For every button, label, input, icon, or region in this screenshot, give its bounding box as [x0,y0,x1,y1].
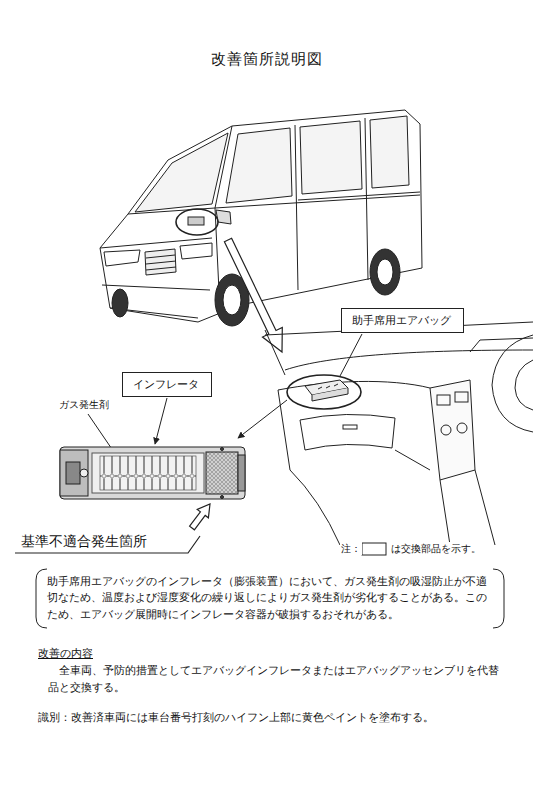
inflator-illustration-part [60,447,245,499]
van-illustration [100,110,422,326]
nonconformity-marker [15,504,210,553]
callout-box: 助手席用エアバッグ [341,308,464,333]
note-label: 注： [340,542,362,555]
section-heading: 改善の内容 [38,646,93,660]
van-illustration-part [188,217,204,225]
van-illustration-part [176,209,218,235]
description-bracket: 助手席用エアバッグのインフレータ（膨張装置）において、ガス発生剤の吸湿防止が不適… [35,568,505,629]
note-label: は交換部品を示す。 [390,542,482,555]
callout-label: 助手席用エアバッグ [352,313,451,328]
dashboard-illustration-part [515,360,533,410]
leader-line-part [340,334,362,376]
van-illustration-part [102,285,210,318]
inflator-illustration-part [60,450,88,496]
dashboard-illustration-part [441,425,451,435]
dashboard-illustration [265,322,533,545]
inflator-illustration-part [100,456,196,490]
title-text: 改善箇所説明図 [0,50,533,70]
dashboard-illustration-part [265,330,285,375]
inflator-illustration-part [221,448,224,451]
dashboard-illustration-part [440,470,495,545]
dashboard-illustration-part [287,375,361,409]
van-illustration-part [100,110,422,322]
note-box-symbol-part [362,543,386,555]
bracket-right [493,569,504,628]
callout-label: インフレータ [133,377,199,392]
dashboard-illustration-part [278,390,340,545]
inflator-illustration-part [206,452,238,494]
van-illustration-part [145,249,176,275]
inflator-illustration-part [80,469,88,477]
van-illustration-part [223,285,241,315]
van-illustration-part [370,249,400,295]
van-illustration-part [300,121,362,194]
van-illustration-part [112,289,128,317]
inflator-illustration-part [66,462,80,484]
dashboard-illustration-part [343,425,357,429]
dashboard-illustration-part [457,423,467,433]
inflator-illustration [60,447,245,499]
callout-box: インフレータ [122,372,212,397]
inflator-illustration-part [92,453,204,493]
description-text: 助手席用エアバッグのインフレータ（膨張装置）において、ガス発生剤の吸湿防止が不適… [47,574,493,623]
dashboard-illustration-part [455,392,468,402]
inflator-illustration-part [221,496,224,499]
leader-line-part [155,398,167,444]
leader-line-part [238,400,287,438]
dashboard-illustration-part [312,388,348,401]
dashboard-illustration-part [395,450,430,470]
van-illustration-part [135,133,228,212]
dashboard-illustration-part [318,384,338,389]
dashboard-illustration-part [470,338,533,352]
dashboard-illustration-part [437,395,450,405]
dashboard-illustration-part [300,414,395,450]
remedy-text: 全車両、予防的措置としてエアバッグインフレータまたはエアバッグアッセンブリを代替… [48,662,503,696]
dashboard-illustration-part [430,380,475,480]
bracket-left [36,569,47,628]
leader-line [88,334,362,458]
dashboard-illustration-part [492,335,533,432]
van-illustration-part [215,118,420,290]
note-box-symbol [362,543,386,555]
nonconformity-marker-part [190,504,210,530]
van-illustration-part [226,128,292,203]
nonconformity-label: 基準不適合発生箇所 [20,533,148,551]
van-illustration-part [100,126,232,312]
inflator-illustration-part [238,455,245,491]
van-illustration-part [370,116,409,188]
van-illustration-part [377,259,393,285]
part-label: ガス発生剤 [58,398,110,411]
identification-text: 識別：改善済車両には車台番号打刻のハイフン上部に黄色ペイントを塗布する。 [38,710,434,724]
